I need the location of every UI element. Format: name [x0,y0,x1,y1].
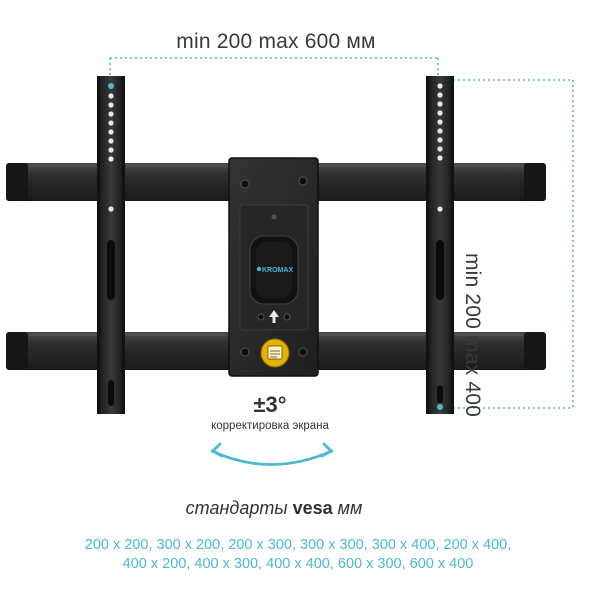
vesa-sizes-line-2: 400 x 200, 400 x 300, 400 x 400, 600 x 3… [122,556,474,572]
curved-double-arrow-icon [210,442,334,466]
vesa-heading: стандарты vesa мм [0,498,548,519]
kromax-logo: KROMAX [256,266,293,274]
screw-right [283,313,291,321]
vertical-dimension-label: min 200 max 400 [461,252,484,418]
tilt-angle-value: ±3° [253,392,287,417]
screw-left [257,313,265,321]
vertical-rail-right [426,76,454,414]
vesa-sizes-list: 200 x 200, 300 x 200, 200 x 300, 300 x 3… [38,536,558,574]
certification-sticker-icon [260,338,290,368]
wall-plate [228,157,319,377]
svg-text:KROMAX: KROMAX [262,267,293,274]
vertical-rail-left [97,76,125,414]
vesa-heading-prefix: стандарты [185,498,288,518]
vesa-heading-brand: vesa [292,498,333,518]
vesa-heading-unit: мм [337,498,363,518]
up-arrow-icon [269,310,279,323]
tilt-caption: корректировка экрана [211,420,329,432]
vesa-sizes-line-1: 200 x 200, 300 x 200, 200 x 300, 300 x 3… [84,537,512,553]
horizontal-dimension-label: min 200 max 600 мм [176,30,376,53]
